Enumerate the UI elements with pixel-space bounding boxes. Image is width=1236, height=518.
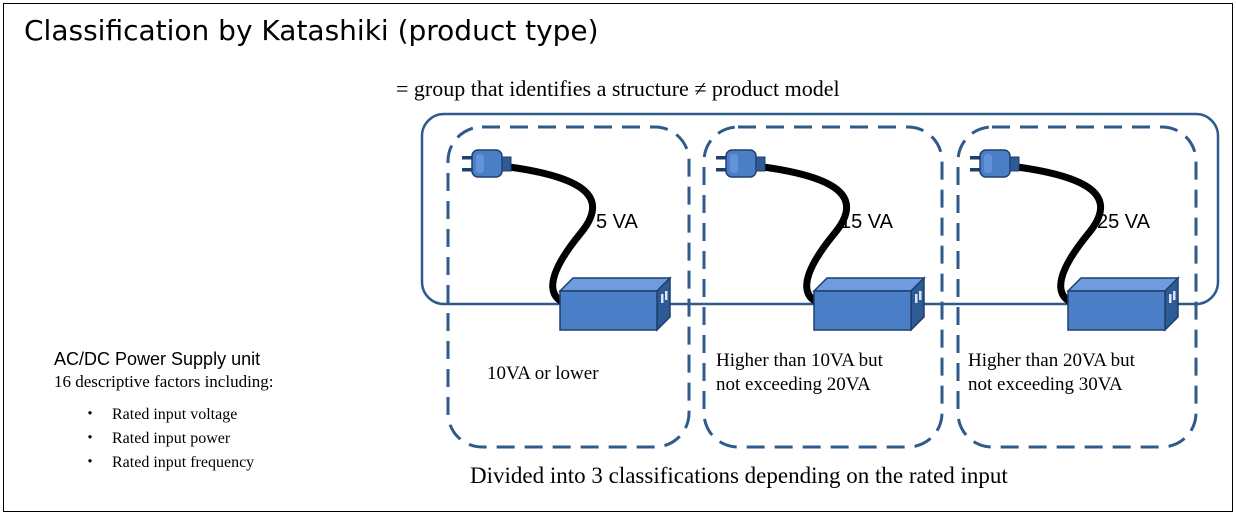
slide: Classification by Katashiki (product typ… (3, 3, 1233, 512)
bullet-icon: ・ (82, 406, 99, 423)
range-line: not exceeding 30VA (968, 374, 1123, 395)
classification-diagram (420, 112, 1220, 449)
factor-text: Rated input frequency (112, 454, 255, 471)
bullet-icon: ・ (82, 454, 99, 471)
factor-text: Rated input voltage (112, 406, 238, 423)
classification-range-3: Higher than 20VA but not exceeding 30VA (968, 349, 1135, 397)
range-line: 10VA or lower (487, 363, 599, 384)
va-label-1: 5 VA (596, 211, 638, 233)
unit-name: AC/DC Power Supply unit (54, 349, 261, 369)
unit-description: AC/DC Power Supply unit 16 descriptive f… (54, 349, 274, 472)
list-item: ・ Rated input voltage (54, 400, 274, 424)
va-label-2: 15 VA (840, 211, 893, 233)
subtitle: = group that identifies a structure ≠ pr… (396, 76, 840, 101)
footer-caption: Divided into 3 classifications depending… (470, 463, 1008, 488)
classification-box-1 (446, 125, 691, 449)
range-line: Higher than 10VA but (716, 350, 883, 371)
list-item: ・ Rated input frequency (54, 448, 274, 472)
classification-range-1: 10VA or lower (487, 362, 599, 386)
range-line: not exceeding 20VA (716, 374, 871, 395)
factor-text: Rated input power (112, 430, 231, 447)
factors-intro: 16 descriptive factors including: (54, 372, 274, 391)
classification-box-2 (702, 125, 944, 449)
range-line: Higher than 20VA but (968, 350, 1135, 371)
page-title: Classification by Katashiki (product typ… (24, 14, 599, 47)
factor-list: ・Rated input voltage ・Rated input power … (54, 400, 274, 472)
list-item: ・ Rated input power (54, 424, 274, 448)
va-label-3: 25 VA (1097, 211, 1150, 233)
classification-range-2: Higher than 10VA but not exceeding 20VA (716, 349, 883, 397)
bullet-icon: ・ (82, 430, 99, 447)
classification-box-3 (956, 125, 1198, 449)
